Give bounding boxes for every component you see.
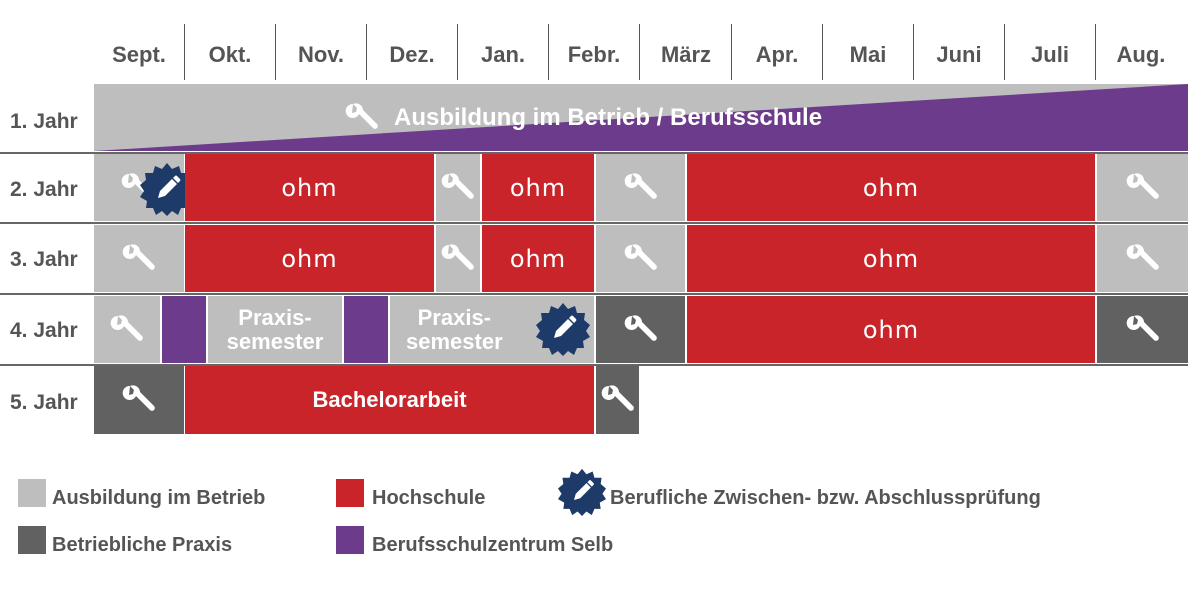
month-divider [275, 24, 276, 80]
pencil-badge-icon [558, 468, 606, 516]
wrench-icon [440, 170, 476, 206]
ausbildung-cell [1097, 154, 1188, 221]
berufsschule-cell [344, 296, 388, 363]
wrench-icon [623, 170, 659, 206]
ausbildung-cell [596, 225, 685, 292]
hochschule-cell: ohm [687, 296, 1095, 363]
berufsschule-cell [162, 296, 206, 363]
hochschule-cell: ohm [687, 154, 1095, 221]
ohm-logo: ohm [509, 244, 567, 273]
row-divider [0, 364, 1188, 366]
ohm-logo: ohm [281, 244, 338, 273]
hochschule-cell: ohm [185, 154, 434, 221]
praxissemester-line1: Praxis- [417, 304, 492, 330]
ohm-logo: ohm [862, 173, 920, 202]
praxissemester-label: Praxis- semester [226, 304, 324, 354]
praxissemester-line2: semester [406, 328, 503, 354]
wrench-icon [440, 241, 476, 277]
legend-swatch-ausbildung [18, 479, 46, 507]
pencil-badge-icon [536, 302, 590, 356]
hochschule-cell: ohm [482, 154, 594, 221]
praxis-cell [94, 366, 184, 434]
month-maerz: März [660, 42, 712, 67]
legend-swatch-hochschule [336, 479, 364, 507]
praxissemester-line1: Praxis- [238, 304, 312, 330]
month-apr: Apr. [755, 42, 799, 67]
ausbildung-cell [436, 154, 480, 221]
month-juli: Juli [1031, 42, 1069, 67]
ausbildung-cell [94, 296, 160, 363]
month-divider [548, 24, 549, 80]
ohm-logo: ohm [862, 315, 920, 344]
legend-label-hochschule: Hochschule [372, 487, 486, 509]
month-febr: Febr. [567, 42, 621, 67]
month-divider [1095, 24, 1096, 80]
legend-swatch-berufsschule [336, 526, 364, 554]
wrench-icon [121, 382, 157, 418]
month-jan: Jan. [480, 42, 526, 67]
month-nov: Nov. [297, 42, 345, 67]
row-divider [0, 152, 1188, 154]
year-1-bar: Ausbildung im Betrieb / Berufsschule [94, 84, 1188, 151]
legend-label-ausbildung: Ausbildung im Betrieb [52, 487, 266, 509]
ohm-logo: ohm [281, 173, 338, 202]
wrench-icon [109, 312, 145, 348]
praxissemester-line2: semester [226, 328, 324, 354]
wrench-icon [1125, 312, 1161, 348]
month-juni: Juni [936, 42, 982, 67]
ausbildung-cell [1097, 225, 1188, 292]
month-sept: Sept. [112, 42, 166, 67]
year-label-3: 3. Jahr [10, 248, 78, 271]
bachelorarbeit-cell: Bachelorarbeit [185, 366, 594, 434]
month-dez: Dez. [389, 42, 435, 67]
legend-label-berufsschule: Berufsschulzentrum Selb [372, 534, 614, 556]
month-divider [913, 24, 914, 80]
month-mai: Mai [849, 42, 887, 67]
ausbildung-cell [436, 225, 480, 292]
year-label-5: 5. Jahr [10, 391, 78, 414]
month-divider [1004, 24, 1005, 80]
hochschule-cell: ohm [482, 225, 594, 292]
year-1-label: Ausbildung im Betrieb / Berufsschule [394, 104, 823, 131]
month-divider [366, 24, 367, 80]
praxissemester-label: Praxis- semester [406, 304, 503, 354]
wrench-icon [344, 100, 380, 136]
praxis-cell [596, 296, 685, 363]
month-divider [731, 24, 732, 80]
praxis-cell [596, 366, 639, 434]
wrench-icon [600, 382, 636, 418]
ausbildung-cell [596, 154, 685, 221]
ohm-logo: ohm [509, 173, 567, 202]
legend-label-praxis: Betriebliche Praxis [52, 534, 233, 556]
row-divider [0, 293, 1188, 295]
year-label-1: 1. Jahr [10, 110, 78, 133]
wrench-icon [121, 241, 157, 277]
wrench-icon [623, 312, 659, 348]
ausbildung-cell [94, 225, 184, 292]
bachelorarbeit-label: Bachelorarbeit [312, 387, 467, 412]
row-divider [0, 222, 1188, 224]
month-divider [457, 24, 458, 80]
month-divider [639, 24, 640, 80]
legend-swatch-praxis [18, 526, 46, 554]
month-divider [184, 24, 185, 80]
wrench-icon [623, 241, 659, 277]
praxis-cell [1097, 296, 1188, 363]
year-1-wedge [94, 84, 1188, 151]
month-aug: Aug. [1116, 42, 1166, 67]
year-label-4: 4. Jahr [10, 319, 78, 342]
hochschule-cell: ohm [687, 225, 1095, 292]
wrench-icon [1125, 241, 1161, 277]
legend-label-pruefung: Berufliche Zwischen- bzw. Abschlussprüfu… [610, 487, 1041, 509]
praxissemester-cell: Praxis- semester [208, 296, 342, 363]
month-okt: Okt. [208, 42, 252, 67]
wrench-icon [1125, 170, 1161, 206]
ohm-logo: ohm [862, 244, 920, 273]
year-label-2: 2. Jahr [10, 178, 78, 201]
hochschule-cell: ohm [185, 225, 434, 292]
month-divider [822, 24, 823, 80]
